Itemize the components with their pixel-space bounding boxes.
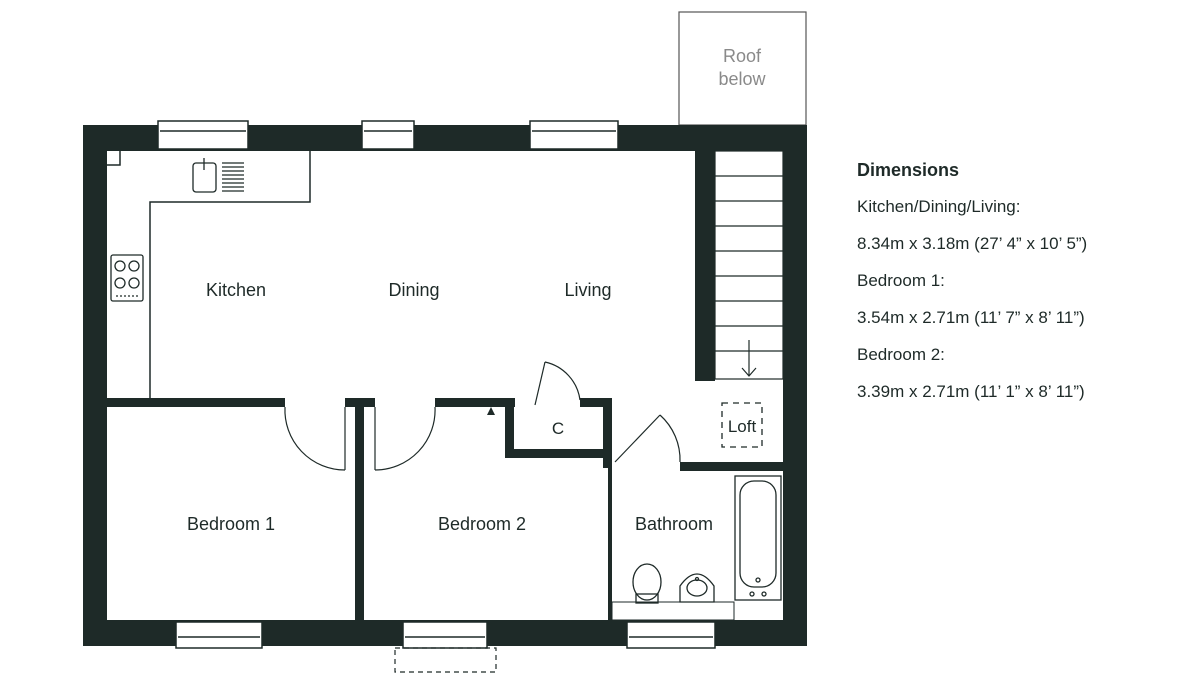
floor-plan: Roof below: [83, 11, 807, 673]
room-label-living: Living: [564, 280, 611, 300]
dimension-name: Kitchen/Dining/Living:: [857, 197, 1021, 216]
bath-icon: [734, 475, 782, 601]
stairs-icon: [714, 150, 784, 380]
room-label-kitchen: Kitchen: [206, 280, 266, 300]
dimensions-title: Dimensions: [857, 160, 960, 180]
hob-icon: [110, 254, 144, 302]
dimension-size: 8.34m x 3.18m (27’ 4” x 10’ 5”): [857, 234, 1088, 253]
door-swing-icon: [284, 361, 681, 471]
room-label-bedroom2: Bedroom 2: [438, 514, 526, 534]
kitchen-worktop: [107, 151, 311, 398]
dimension-name: Bedroom 2:: [857, 345, 945, 364]
room-label-dining: Dining: [388, 280, 439, 300]
room-label-cupboard: C: [552, 419, 564, 438]
basin-icon: [679, 573, 715, 603]
dimension-name: Bedroom 1:: [857, 271, 945, 290]
window-icon: [157, 120, 619, 150]
dimensions-panel: Dimensions Kitchen/Dining/Living: 8.34m …: [857, 160, 1187, 419]
room-label-bathroom: Bathroom: [635, 514, 713, 534]
loft-hatch-icon: Loft: [721, 402, 763, 448]
loft-label: Loft: [728, 417, 757, 436]
room-label-bedroom1: Bedroom 1: [187, 514, 275, 534]
toilet-icon: [632, 563, 662, 604]
sink-icon: [192, 158, 244, 193]
roof-label-line2: below: [718, 69, 766, 89]
dimension-size: 3.39m x 2.71m (11’ 1” x 8’ 11”): [857, 382, 1085, 401]
interior-walls: [107, 151, 783, 620]
dimension-size: 3.54m x 2.71m (11’ 7” x 8’ 11”): [857, 308, 1085, 327]
roof-below: Roof below: [678, 11, 807, 126]
window-icon: [175, 621, 716, 649]
roof-label-line1: Roof: [723, 46, 762, 66]
